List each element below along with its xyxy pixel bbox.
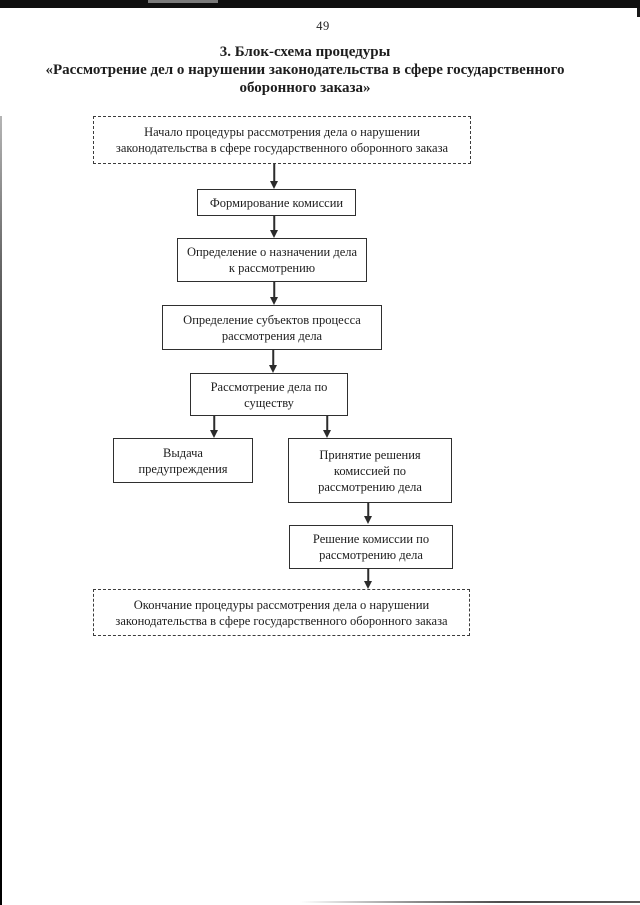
arrow-shaft bbox=[213, 416, 215, 432]
node-text-line: рассмотрению дела bbox=[318, 479, 422, 494]
node-text-line: Выдача bbox=[163, 445, 203, 460]
flow-node-end: Окончание процедуры рассмотрения дела о … bbox=[93, 589, 470, 636]
arrow-formation-to-appointment bbox=[269, 216, 280, 238]
arrowhead-down-icon bbox=[270, 297, 278, 305]
arrow-start-to-formation bbox=[269, 164, 280, 189]
scan-edge-left bbox=[0, 116, 2, 905]
node-text-line: предупреждения bbox=[138, 461, 228, 476]
arrow-shaft bbox=[326, 416, 328, 432]
flow-node-decision-making: Принятие решения комиссией по рассмотрен… bbox=[288, 438, 452, 503]
arrow-shaft bbox=[273, 164, 275, 183]
title-line-3: оборонного заказа» bbox=[239, 80, 371, 96]
arrow-appointment-to-subjects bbox=[269, 282, 280, 305]
node-text-line: Окончание процедуры рассмотрения дела о … bbox=[133, 597, 430, 612]
flow-node-start: Начало процедуры рассмотрения дела о нар… bbox=[93, 116, 471, 164]
arrow-shaft bbox=[273, 216, 275, 232]
page-number: 49 bbox=[316, 19, 330, 33]
arrow-shaft bbox=[367, 568, 369, 583]
node-text-line: законодательства в сфере государственног… bbox=[115, 141, 449, 155]
arrowhead-down-icon bbox=[323, 430, 331, 438]
arrow-merits-to-warning bbox=[209, 416, 220, 438]
flow-node-warning: Выдача предупреждения bbox=[113, 438, 253, 483]
node-text-line: существу bbox=[244, 395, 294, 410]
arrow-shaft bbox=[273, 282, 275, 299]
title-line-1: 3. Блок-схема процедуры bbox=[219, 44, 391, 60]
node-text-line: законодательства в сфере государственног… bbox=[115, 613, 448, 628]
node-text-line: комиссией по bbox=[333, 463, 407, 478]
arrowhead-down-icon bbox=[364, 516, 372, 524]
arrowhead-down-icon bbox=[270, 181, 278, 189]
node-text-line: Определение о назначении дела bbox=[186, 245, 358, 259]
node-text-line: Принятие решения bbox=[319, 447, 421, 462]
node-text-line: к рассмотрению bbox=[228, 261, 316, 275]
arrow-merits-to-decision-making bbox=[322, 416, 333, 438]
scan-edge-right-tick bbox=[637, 8, 640, 17]
scan-edge-bottom bbox=[300, 901, 640, 903]
arrow-shaft bbox=[272, 350, 274, 367]
node-text-line: Решение комиссии по bbox=[312, 532, 430, 546]
arrow-shaft bbox=[367, 503, 369, 518]
node-text-line: рассмотрения дела bbox=[221, 328, 323, 343]
flow-node-formation: Формирование комиссии bbox=[197, 189, 356, 216]
flow-node-merits: Рассмотрение дела по существу bbox=[190, 373, 348, 416]
arrow-commission-decision-to-end bbox=[363, 568, 374, 589]
node-text-line: Формирование комиссии bbox=[209, 195, 344, 210]
flow-node-commission-decision: Решение комиссии по рассмотрению дела bbox=[289, 525, 453, 569]
node-text-line: рассмотрению дела bbox=[319, 548, 423, 562]
node-text-line: Рассмотрение дела по bbox=[210, 379, 328, 394]
arrowhead-down-icon bbox=[210, 430, 218, 438]
node-text-line: Начало процедуры рассмотрения дела о нар… bbox=[144, 125, 420, 139]
scan-edge-top bbox=[0, 0, 640, 8]
arrowhead-down-icon bbox=[269, 365, 277, 373]
arrowhead-down-icon bbox=[270, 230, 278, 238]
arrow-decision-making-to-commission-decision bbox=[363, 503, 374, 524]
page-title: 3. Блок-схема процедуры «Рассмотрение де… bbox=[0, 43, 610, 97]
arrow-subjects-to-merits bbox=[268, 350, 279, 373]
title-line-2: «Рассмотрение дел о нарушении законодате… bbox=[45, 62, 565, 78]
arrowhead-down-icon bbox=[364, 581, 372, 589]
flow-node-subjects: Определение субъектов процесса рассмотре… bbox=[162, 305, 382, 350]
node-text-line: Определение субъектов процесса bbox=[183, 312, 361, 327]
flow-node-appointment: Определение о назначении дела к рассмотр… bbox=[177, 238, 367, 282]
